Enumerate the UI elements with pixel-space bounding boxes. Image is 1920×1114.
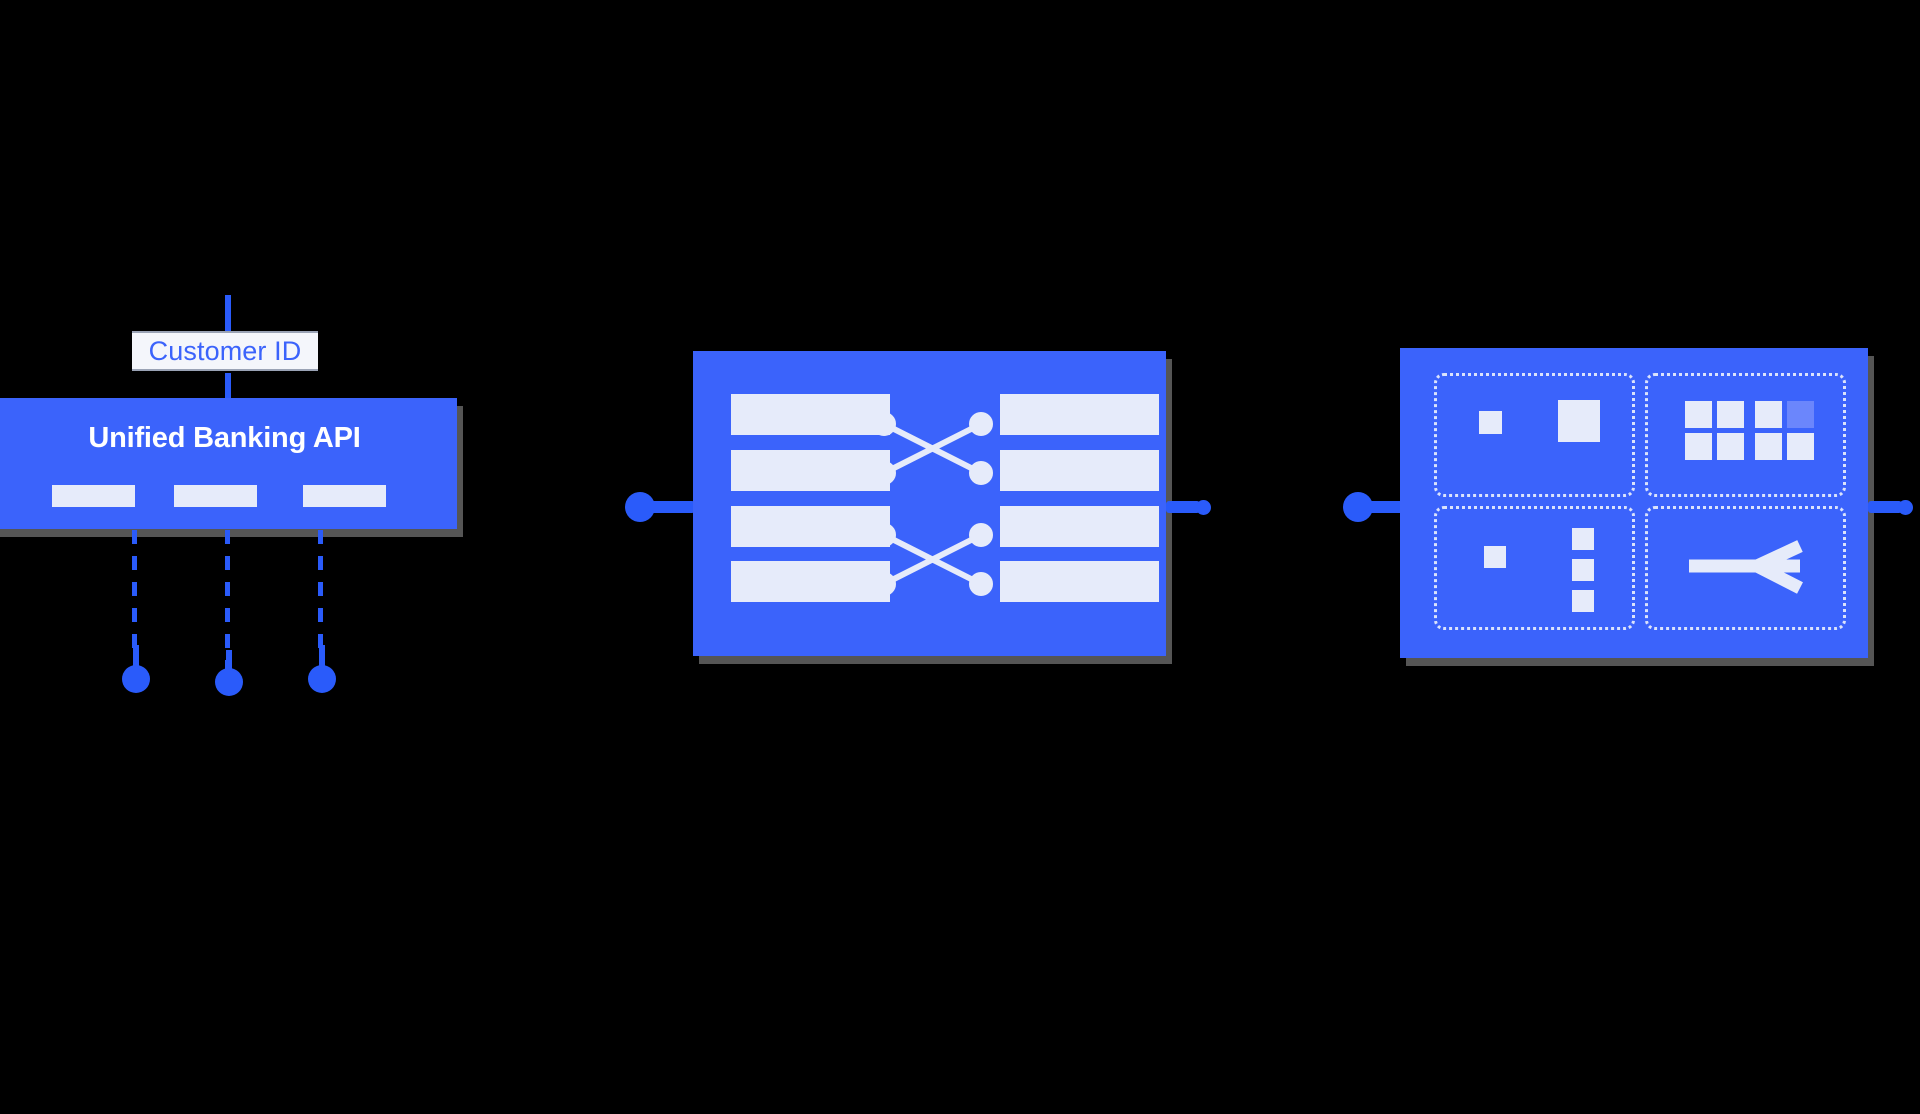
left-row-1[interactable]	[731, 394, 890, 435]
right-row-1[interactable]	[1000, 394, 1159, 435]
right-output-port-dot[interactable]	[1898, 500, 1913, 515]
quadrant-bottom-left[interactable]	[1434, 506, 1635, 630]
branch-1-tail	[133, 645, 139, 677]
tr-grid-a-cell-3	[1685, 433, 1712, 460]
capability-grid-panel[interactable]	[1400, 348, 1868, 658]
branch-3-endpoint[interactable]	[308, 665, 336, 693]
tl-small-square	[1479, 411, 1502, 434]
left-row-2[interactable]	[731, 450, 890, 491]
middle-output-port-dot[interactable]	[1196, 500, 1211, 515]
right-row-3[interactable]	[1000, 506, 1159, 547]
branch-3-tail	[319, 645, 325, 675]
bl-small-square	[1484, 546, 1506, 568]
quadrant-bottom-right[interactable]	[1645, 506, 1846, 630]
bl-stack-square-1	[1572, 528, 1594, 550]
tr-grid-b-cell-1	[1755, 401, 1782, 428]
customer-id-inflow-arrow	[225, 295, 231, 333]
tr-grid-b-cell-4	[1787, 433, 1814, 460]
bl-stack-square-2	[1572, 559, 1594, 581]
routing-matrix-panel[interactable]	[693, 351, 1166, 656]
branch-1-endpoint[interactable]	[122, 665, 150, 693]
api-slot-3[interactable]	[303, 485, 386, 507]
tr-grid-a-cell-2	[1717, 401, 1744, 428]
branch-2-tail	[226, 650, 232, 680]
branch-2-line	[225, 530, 230, 670]
tr-grid-b-cell-3	[1755, 433, 1782, 460]
unified-banking-api-panel[interactable]: Unified Banking API	[0, 398, 457, 529]
tr-grid-a-cell-4	[1717, 433, 1744, 460]
api-slot-1[interactable]	[52, 485, 135, 507]
quadrant-top-left[interactable]	[1434, 373, 1635, 497]
branch-3-line	[318, 530, 323, 660]
branch-1-line	[132, 530, 137, 660]
bl-stack-square-3	[1572, 590, 1594, 612]
tl-large-square	[1558, 400, 1600, 442]
left-row-4[interactable]	[731, 561, 890, 602]
branch-2-endpoint[interactable]	[215, 668, 243, 696]
quadrant-top-right[interactable]	[1645, 373, 1846, 497]
unified-banking-api-title: Unified Banking API	[88, 422, 361, 454]
middle-output-port-stem	[1166, 501, 1200, 513]
right-row-4[interactable]	[1000, 561, 1159, 602]
right-output-port-stem	[1868, 501, 1902, 513]
middle-input-port-stem	[650, 501, 695, 513]
right-row-2[interactable]	[1000, 450, 1159, 491]
left-row-3[interactable]	[731, 506, 890, 547]
customer-id-text: Customer ID	[148, 335, 302, 366]
customer-id-to-api-arrow	[225, 373, 231, 405]
api-slot-2[interactable]	[174, 485, 257, 507]
customer-id-label: Customer ID	[132, 331, 318, 371]
right-input-port-stem	[1368, 501, 1404, 513]
tr-grid-b-cell-2-highlighted	[1787, 401, 1814, 428]
tr-grid-a-cell-1	[1685, 401, 1712, 428]
